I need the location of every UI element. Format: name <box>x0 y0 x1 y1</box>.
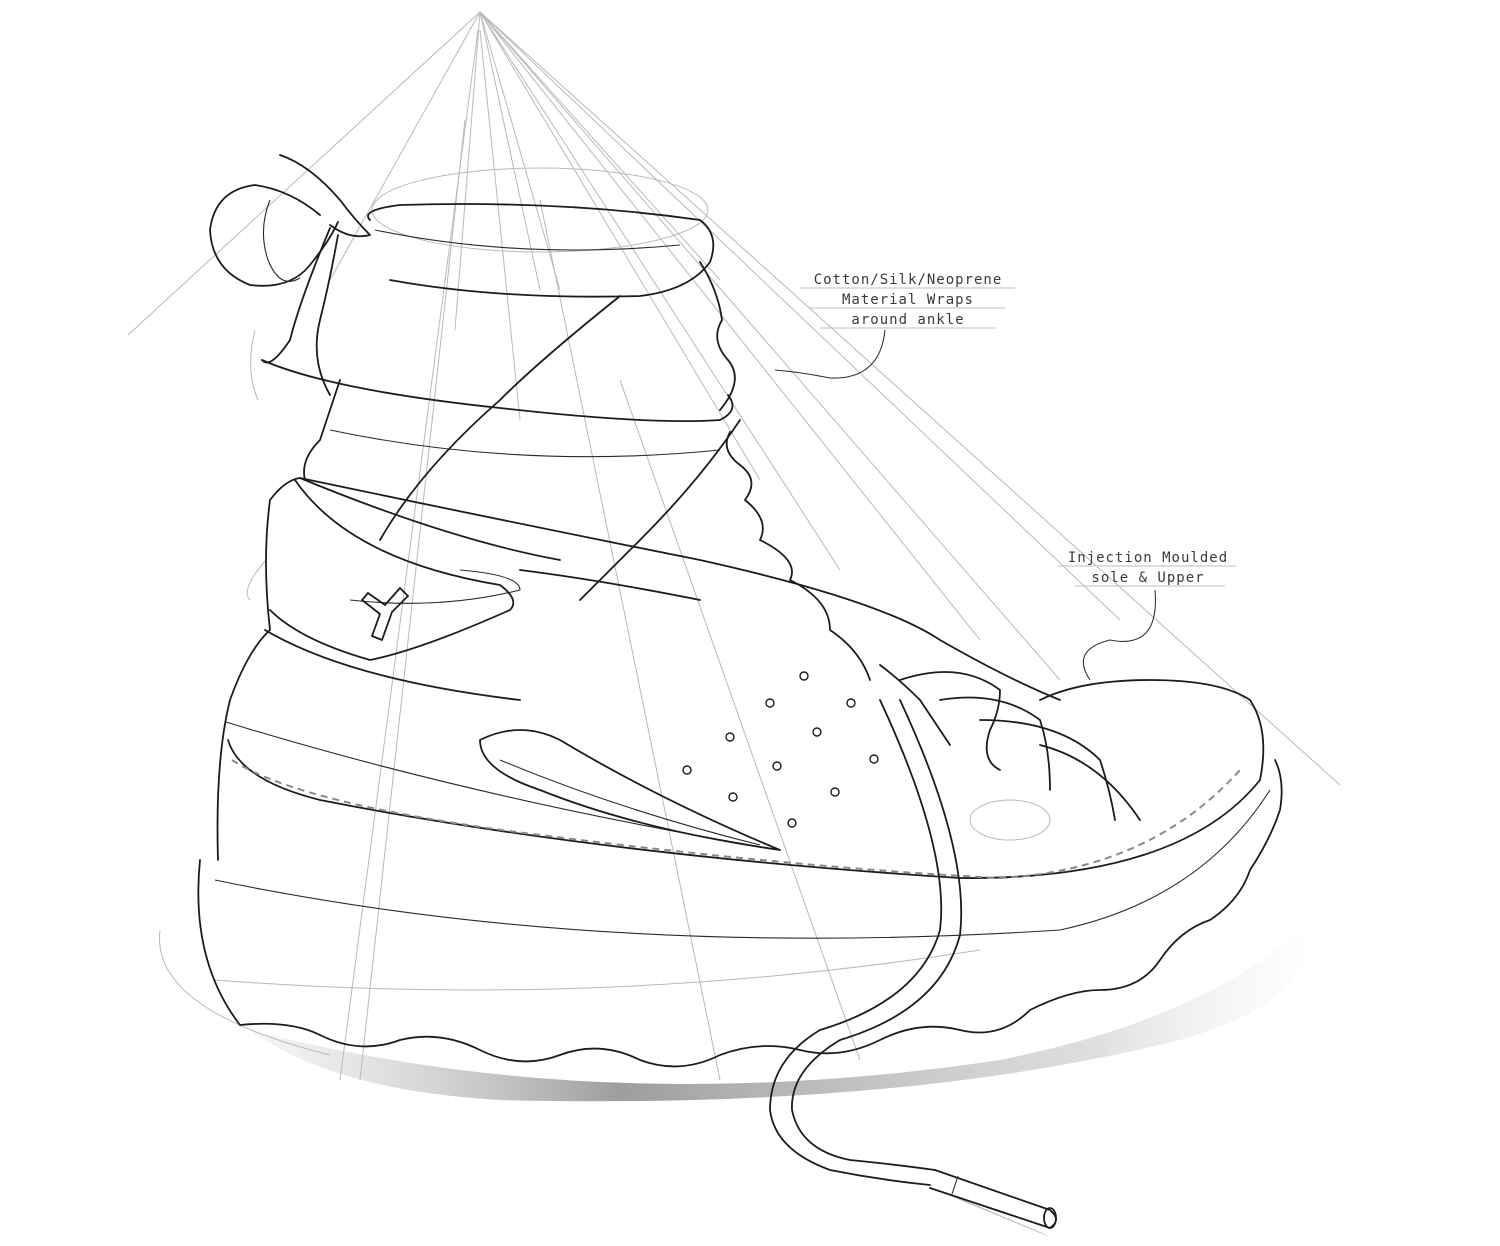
outsole <box>197 759 1283 1068</box>
lace-tip-shadow <box>940 1190 1052 1238</box>
material-annotation-line-1: Cotton/Silk/Neoprene <box>813 272 1003 288</box>
ground-shadow <box>250 930 1303 1102</box>
side-panel <box>479 729 781 851</box>
material-leader-line <box>774 329 886 379</box>
perforations <box>682 671 879 828</box>
toe-cap <box>969 799 1051 841</box>
logo-strap <box>264 477 701 701</box>
lace-aglet <box>929 1169 1057 1229</box>
material-annotation-line-2: Material Wraps <box>841 292 974 308</box>
sole-annotation-line-2: sole & Upper <box>1091 570 1205 586</box>
heel-bow <box>209 154 371 396</box>
ankle-wrap <box>261 203 871 681</box>
brand-logo-icon <box>361 587 409 641</box>
sole-annotation: Injection Moulded sole & Upper <box>1060 548 1236 588</box>
perspective-construction-lines <box>127 11 1341 1081</box>
material-annotation-line-3: around ankle <box>851 312 965 328</box>
material-annotation: Cotton/Silk/Neoprene Material Wraps arou… <box>800 270 1016 330</box>
laces <box>769 664 1141 1186</box>
sole-leader-line <box>1082 589 1156 681</box>
sole-annotation-line-1: Injection Moulded <box>1067 550 1229 566</box>
annotation-rules <box>800 287 1236 587</box>
